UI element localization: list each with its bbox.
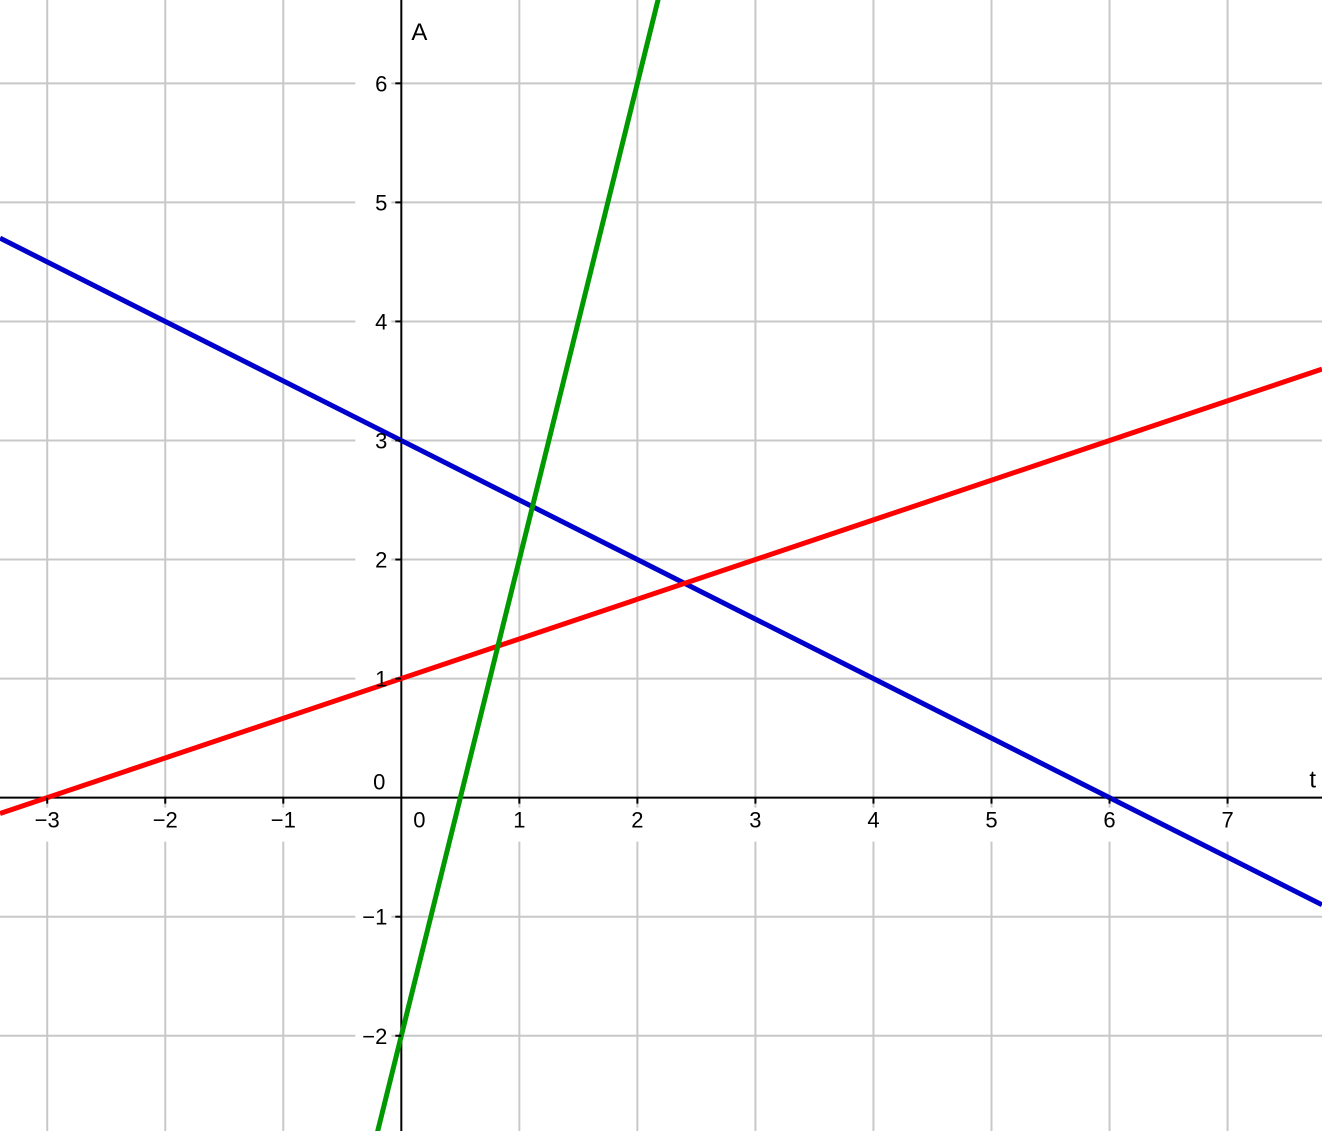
x-tick-label: 3 [749,808,761,833]
y-tick-label: −2 [362,1024,387,1049]
x-tick-label: 6 [1103,808,1115,833]
y-tick-label: 4 [375,309,387,334]
x-tick-label: 4 [867,808,879,833]
y-axis-title: A [411,19,427,46]
series-line-2 [0,366,1322,816]
y-tick-label: 2 [375,548,387,573]
x-tick-label: 7 [1221,808,1233,833]
y-tick-label: −1 [362,905,387,930]
y-tick-label: 1 [375,667,387,692]
origin-label: 0 [373,770,385,795]
series-line-3 [375,0,661,1131]
x-tick-label: 5 [985,808,997,833]
y-tick-label: 6 [375,71,387,96]
y-tick-label: 3 [375,428,387,453]
tick-labels: −3 −2 −1 0 1 2 3 4 5 6 7 −2 −1 1 2 3 4 5 6 0 [35,71,1234,1048]
x-tick-label: −3 [35,808,60,833]
series-line-1 [0,235,1322,908]
y-tick-label: 5 [375,190,387,215]
x-tick-label: 1 [513,808,525,833]
x-tick-label: 0 [413,808,425,833]
x-axis-title: t [1309,767,1316,794]
x-tick-label: −2 [153,808,178,833]
x-tick-label: 2 [631,808,643,833]
x-tick-label: −1 [271,808,296,833]
